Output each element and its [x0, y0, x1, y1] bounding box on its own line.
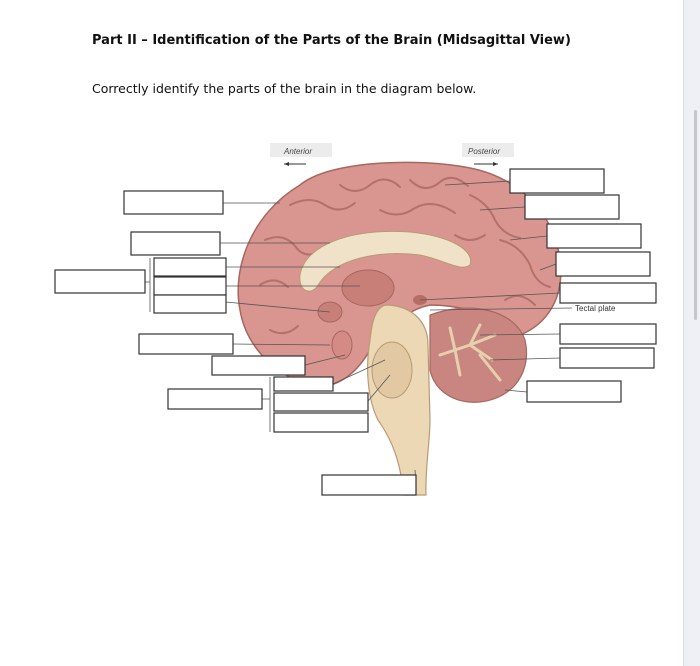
- anterior-label-bg: [270, 143, 332, 157]
- answer-box-17[interactable]: [555, 251, 651, 277]
- answer-box-7[interactable]: [138, 333, 234, 355]
- page-title: Part II – Identification of the Parts of…: [92, 33, 571, 48]
- anterior-label: Anterior: [283, 147, 312, 156]
- answer-box-11[interactable]: [273, 392, 369, 412]
- answer-box-14[interactable]: [509, 168, 605, 194]
- answer-box-12[interactable]: [273, 412, 369, 433]
- answer-box-6[interactable]: [153, 294, 227, 314]
- tectal-plate-label: Tectal plate: [575, 304, 616, 313]
- brainstem: [367, 304, 431, 496]
- scrollbar-thumb[interactable]: [694, 110, 697, 320]
- answer-box-10[interactable]: [273, 376, 334, 392]
- answer-box-19[interactable]: [559, 323, 657, 345]
- answer-box-3[interactable]: [54, 269, 146, 294]
- anterior-arrowhead: [284, 162, 289, 166]
- cerebellum: [429, 307, 527, 403]
- answer-box-21[interactable]: [526, 380, 622, 403]
- gyri-sulci: [259, 176, 551, 335]
- answer-box-15[interactable]: [524, 194, 620, 220]
- brain-midsagittal-diagram: Anterior Posterior: [54, 143, 657, 496]
- answer-box-1[interactable]: [123, 190, 224, 215]
- answer-box-18[interactable]: [559, 282, 657, 304]
- posterior-arrowhead: [493, 162, 498, 166]
- posterior-label-bg: [462, 143, 514, 157]
- answer-box-13[interactable]: [321, 474, 417, 496]
- page-edge-line: [683, 0, 684, 666]
- instruction-text: Correctly identify the parts of the brai…: [92, 81, 477, 96]
- cerebellum-arbor-vitae: [438, 323, 502, 382]
- corpus-callosum: [299, 230, 472, 292]
- answer-box-4[interactable]: [153, 257, 227, 277]
- answer-box-2[interactable]: [130, 231, 221, 256]
- cerebrum: [237, 161, 562, 388]
- pituitary-region: [331, 330, 353, 360]
- page-edge: [683, 0, 700, 666]
- answer-box-8[interactable]: [211, 355, 306, 376]
- posterior-label: Posterior: [468, 147, 500, 156]
- answer-box-16[interactable]: [546, 223, 642, 249]
- answer-box-9[interactable]: [167, 388, 263, 410]
- answer-box-5[interactable]: [153, 276, 227, 296]
- thalamus: [341, 269, 395, 307]
- answer-box-20[interactable]: [559, 347, 655, 369]
